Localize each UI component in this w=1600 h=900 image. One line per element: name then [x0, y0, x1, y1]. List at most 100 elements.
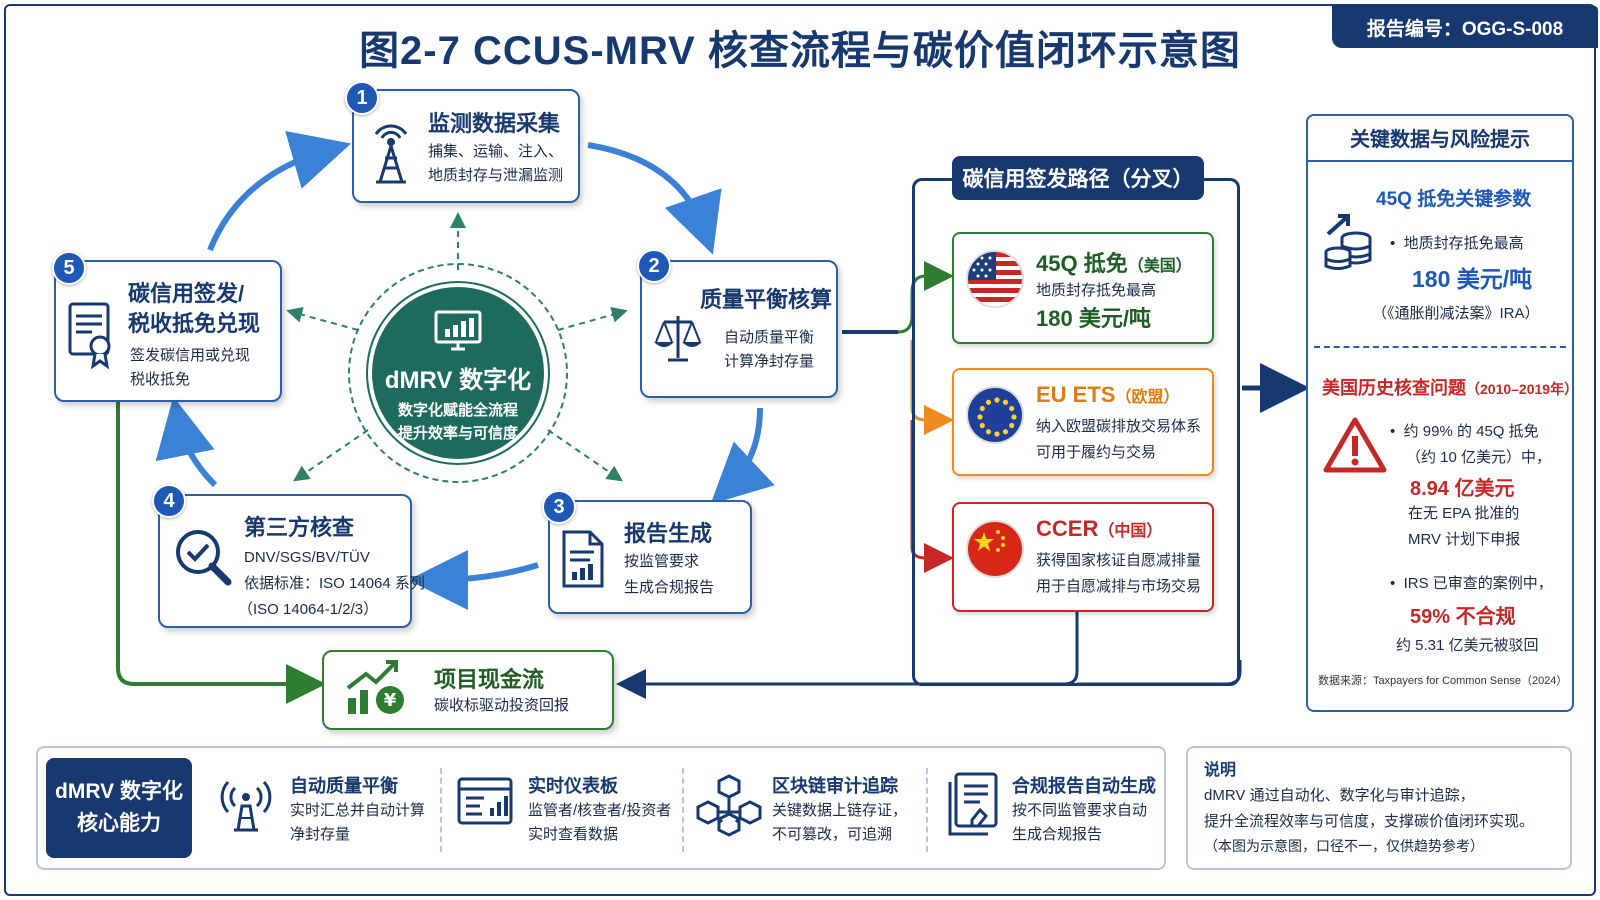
- q45-params-title: 45Q 抵免关键参数: [1376, 189, 1532, 210]
- page-title: 图2-7 CCUS-MRV 核查流程与碳价值闭环示意图: [359, 29, 1241, 73]
- step-1-number: 1: [345, 81, 379, 115]
- capability-2-desc-line1: 监管者/核查者/投资者: [528, 802, 672, 819]
- history-bullet2-line2: 约 5.31 亿美元被驳回: [1396, 637, 1539, 654]
- svg-text:¥: ¥: [384, 690, 397, 711]
- blockchain-cubes-icon: [696, 774, 762, 837]
- step-4-title: 第三方核查: [244, 515, 355, 540]
- step-4-desc-line3: （ISO 14064-1/2/3）: [238, 601, 379, 618]
- risk-panel-header: 关键数据与风险提示: [1306, 114, 1574, 162]
- eu-star: [979, 405, 985, 412]
- history-bullet1-line1: • 约 99% 的 45Q 抵免: [1390, 423, 1539, 440]
- hub-line2: 提升效率与可信度: [397, 425, 518, 442]
- history-title: 美国历史核查问题（2010–2019年）: [1322, 378, 1579, 398]
- page-frame: [4, 4, 1596, 896]
- eu-star: [994, 397, 1000, 403]
- option-ccer-card: CCER（中国） 获得国家核证自愿减排量 用于自愿减排与市场交易: [952, 502, 1214, 612]
- eu-star: [1011, 414, 1017, 420]
- history-bullet1-line3: 在无 EPA 批准的: [1408, 505, 1520, 522]
- step-1-desc-line2: 地质封存与泄漏监测: [428, 167, 564, 184]
- compliance-document-icon: [948, 772, 998, 836]
- option-45q-desc: 地质封存抵免最高: [1036, 282, 1157, 299]
- arrow-1-to-2: [587, 142, 722, 255]
- option-eu-ets-desc-line1: 纳入欧盟碳排放交易体系: [1036, 418, 1202, 435]
- eu-star: [977, 414, 983, 420]
- arrow-5-to-1: [207, 130, 352, 252]
- magnifier-check-icon: [176, 530, 232, 586]
- capability-4-title: 合规报告自动生成: [1012, 776, 1156, 796]
- certificate-icon: [68, 302, 111, 370]
- eu-star: [1002, 429, 1009, 435]
- step-4-desc-line2: 依据标准：ISO 14064 系列: [244, 575, 425, 592]
- cashflow-title: 项目现金流: [434, 667, 545, 692]
- balance-scale-icon: [654, 316, 702, 362]
- step-4-card: [158, 494, 412, 628]
- step-3-title: 报告生成: [624, 521, 713, 546]
- option-eu-ets-title: EU ETS（欧盟）: [1036, 382, 1180, 407]
- note-box: [1186, 746, 1572, 870]
- option-ccer-title: CCER（中国）: [1036, 516, 1163, 541]
- capability-divider-2: [682, 768, 684, 852]
- history-bullet1-value: 8.94 亿美元: [1410, 478, 1515, 500]
- step-5-title-line2: 税收抵免兑现: [128, 311, 261, 336]
- warning-triangle-icon: [1323, 417, 1387, 473]
- capability-1-title: 自动质量平衡: [290, 776, 398, 796]
- step-5-title-line1: 碳信用签发/: [128, 281, 245, 306]
- risk-data-source: 数据来源：Taxpayers for Common Sense（2024）: [1318, 675, 1568, 687]
- option-45q-title: 45Q 抵免（美国）: [1036, 251, 1192, 276]
- capability-2-desc-line2: 实时查看数据: [528, 826, 619, 843]
- capability-3-desc-line1: 关键数据上链存证，: [772, 802, 908, 819]
- step-2-desc-line2: 计算净封存量: [724, 353, 815, 370]
- coins-growth-icon: [1324, 214, 1372, 270]
- dmrv-hub: dMRV 数字化 数字化赋能全流程 提升效率与可信度: [368, 283, 548, 463]
- capability-core-badge: dMRV 数字化核心能力: [46, 758, 192, 858]
- report-document-icon: [562, 530, 604, 588]
- risk-panel: [1306, 114, 1574, 712]
- step-2-desc-line1: 自动质量平衡: [724, 329, 815, 346]
- capability-1-desc-line2: 净封存量: [290, 826, 351, 843]
- cashflow-desc: 碳收标驱动投资回报: [434, 697, 570, 714]
- option-ccer-desc-line2: 用于自愿减排与市场交易: [1036, 578, 1202, 595]
- option-45q-card: 45Q 抵免（美国） 地质封存抵免最高 180 美元/吨: [952, 232, 1214, 344]
- hub-dashed-ring: [348, 263, 568, 483]
- eu-star: [994, 431, 1000, 437]
- capability-3-desc-line2: 不可篡改，可追溯: [772, 826, 893, 843]
- step-2-card: [640, 260, 838, 398]
- capability-3-title: 区块链审计追踪: [772, 776, 898, 796]
- report-number-badge: 报告编号：OGG-S-008: [1332, 6, 1598, 48]
- capability-bar: [36, 746, 1166, 870]
- dashboard-panel-icon: [457, 777, 513, 825]
- cash-growth-icon: ¥: [346, 660, 404, 714]
- china-flag-icon: [966, 520, 1024, 578]
- note-title: 说明: [1204, 762, 1237, 779]
- eu-star: [1009, 422, 1015, 429]
- us-flag-icon: [966, 250, 1024, 308]
- arrow-3-to-4: [408, 549, 539, 610]
- note-line3: （本图为示意图，口径不一，仅供趋势参考）: [1204, 838, 1484, 854]
- note-line1: dMRV 通过自动化、数字化与审计追踪，: [1204, 787, 1475, 804]
- step-2-number: 2: [637, 249, 671, 283]
- step-2-title: 质量平衡核算: [700, 287, 833, 312]
- step-4-number: 4: [152, 484, 186, 518]
- eu-star: [985, 399, 992, 405]
- q45-bullet: • 地质封存抵免最高: [1390, 235, 1524, 252]
- history-bullet1-line2: （约 10 亿美元）中，: [1406, 449, 1552, 466]
- step-1-desc-line1: 捕集、运输、注入、: [428, 143, 564, 160]
- step-5-number: 5: [52, 251, 86, 285]
- option-45q-value: 180 美元/吨: [1036, 306, 1151, 331]
- history-bullet2-value: 59% 不合规: [1410, 606, 1516, 628]
- capability-divider-3: [926, 768, 928, 852]
- branch-title: 碳信用签发路径（分叉）: [952, 156, 1204, 200]
- hub-title: dMRV 数字化: [384, 367, 532, 394]
- step-3-number: 3: [542, 490, 576, 524]
- capability-divider-1: [440, 768, 442, 852]
- capability-4-desc-line1: 按不同监管要求自动: [1012, 802, 1148, 819]
- dashboard-monitor-icon: [434, 310, 482, 351]
- eu-star: [985, 429, 992, 435]
- arrow-2-to-3: [710, 407, 775, 505]
- hub-line1: 数字化赋能全流程: [397, 402, 518, 419]
- arrow-4-to-5: [155, 396, 218, 488]
- option-eu-ets-desc-line2: 可用于履约与交易: [1036, 444, 1157, 461]
- capability-4-desc-line2: 生成合规报告: [1012, 826, 1103, 843]
- cashflow-card: [322, 650, 614, 730]
- step-3-desc-line2: 生成合规报告: [624, 579, 715, 596]
